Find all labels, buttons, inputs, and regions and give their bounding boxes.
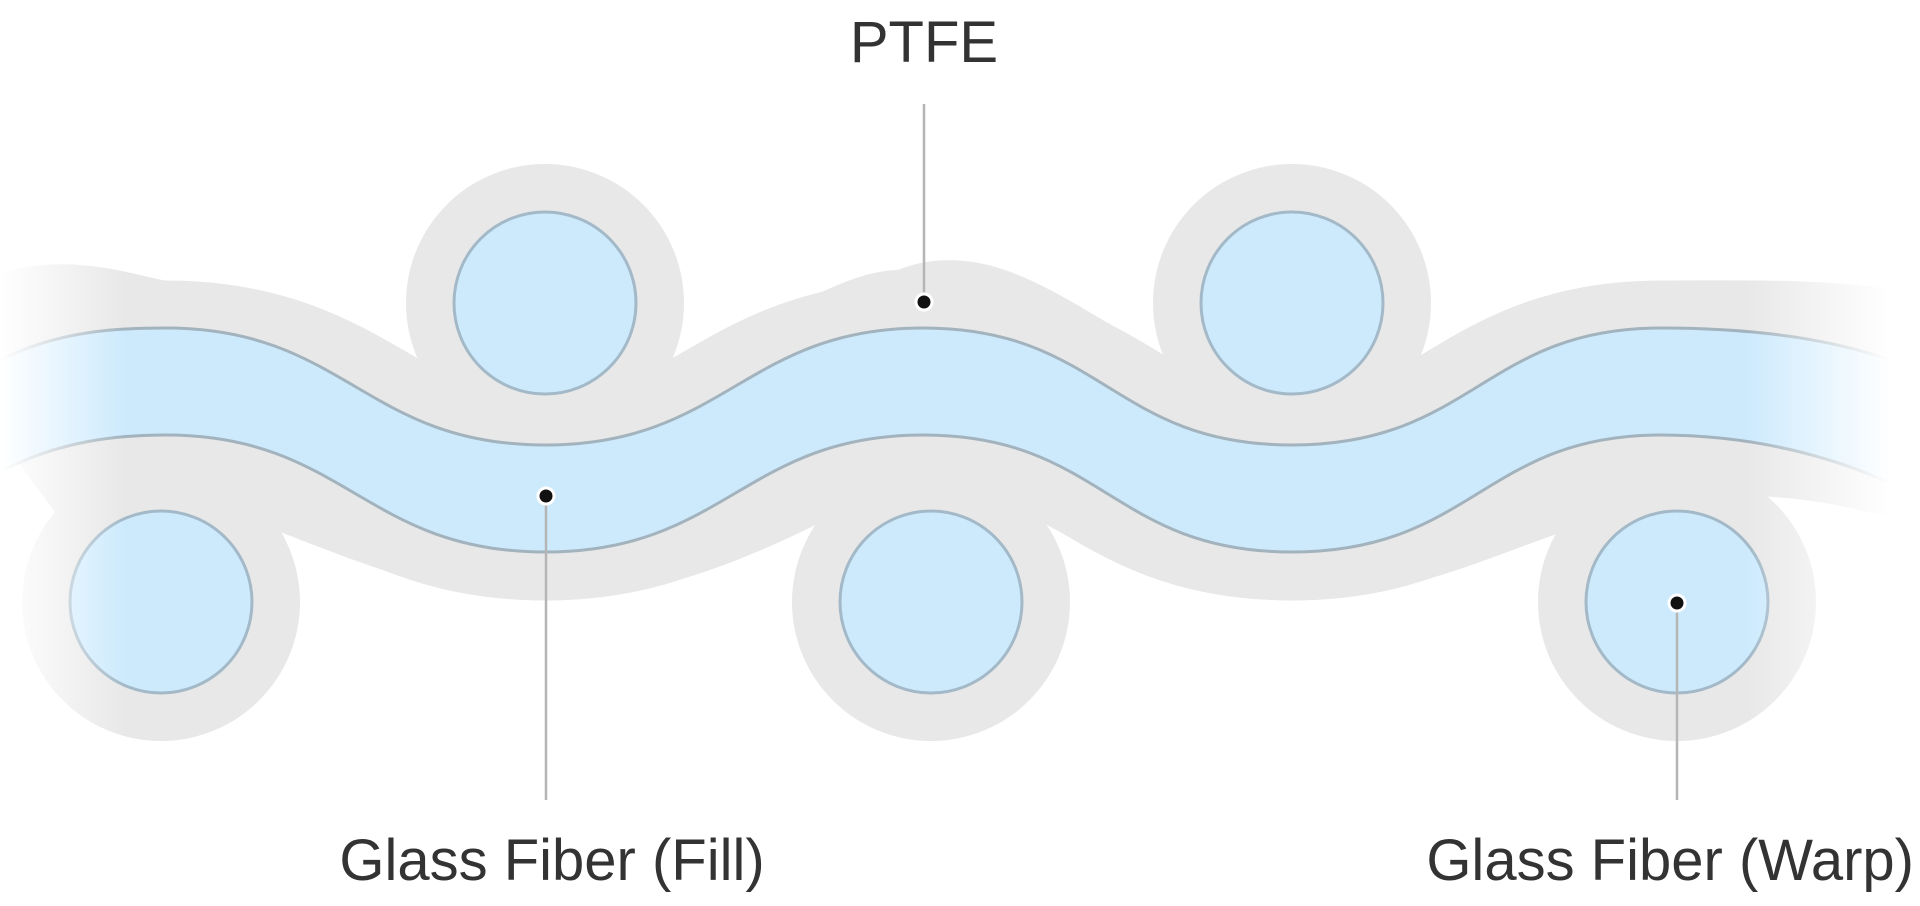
warp-marker	[1667, 593, 1687, 613]
fill-yarn-bottom-edge	[0, 433, 1920, 554]
ptfe-label: PTFE	[850, 10, 998, 75]
warp-fiber	[452, 210, 638, 396]
fill-marker	[536, 486, 556, 506]
fill-yarn	[0, 328, 1920, 552]
warp-fiber	[838, 509, 1024, 695]
ptfe-marker	[914, 292, 934, 312]
leader-markers	[536, 292, 1687, 613]
leader-lines	[544, 104, 1679, 800]
glass-fiber-fill-label: Glass Fiber (Fill)	[339, 828, 764, 893]
warp-fiber	[1199, 210, 1385, 396]
glass-fiber-warp-label: Glass Fiber (Warp)	[1426, 828, 1914, 893]
fill-yarn-top-edge	[0, 326, 1920, 447]
warp-fiber-group	[68, 210, 1770, 695]
warp-fiber	[68, 509, 254, 695]
